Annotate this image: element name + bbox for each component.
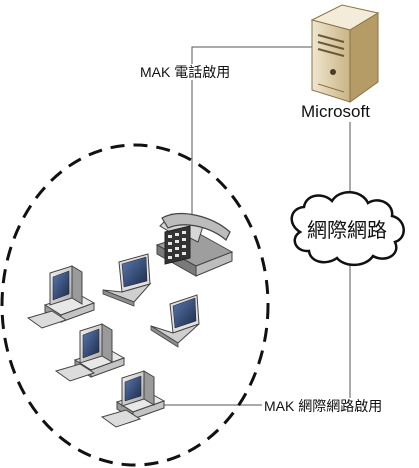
phone-connection-line: [191, 46, 312, 221]
client-boundary-circle: [0, 143, 270, 467]
laptop-icon: [102, 253, 152, 307]
server-name-label: Microsoft: [301, 102, 370, 121]
desktop-computer-icon: [26, 265, 96, 329]
laptop-icon: [150, 294, 200, 348]
phone-activation-label: MAK 電話啟用: [138, 64, 233, 80]
desktop-computer-icon: [54, 323, 126, 382]
server-icon: [310, 4, 380, 103]
internet-activation-label: MAK 網際網路啟用: [262, 398, 385, 414]
cloud-label: 網際網路: [307, 220, 387, 242]
internet-cloud-icon: [290, 191, 405, 267]
telephone-icon: [155, 213, 234, 277]
desktop-computer-icon: [100, 370, 166, 428]
